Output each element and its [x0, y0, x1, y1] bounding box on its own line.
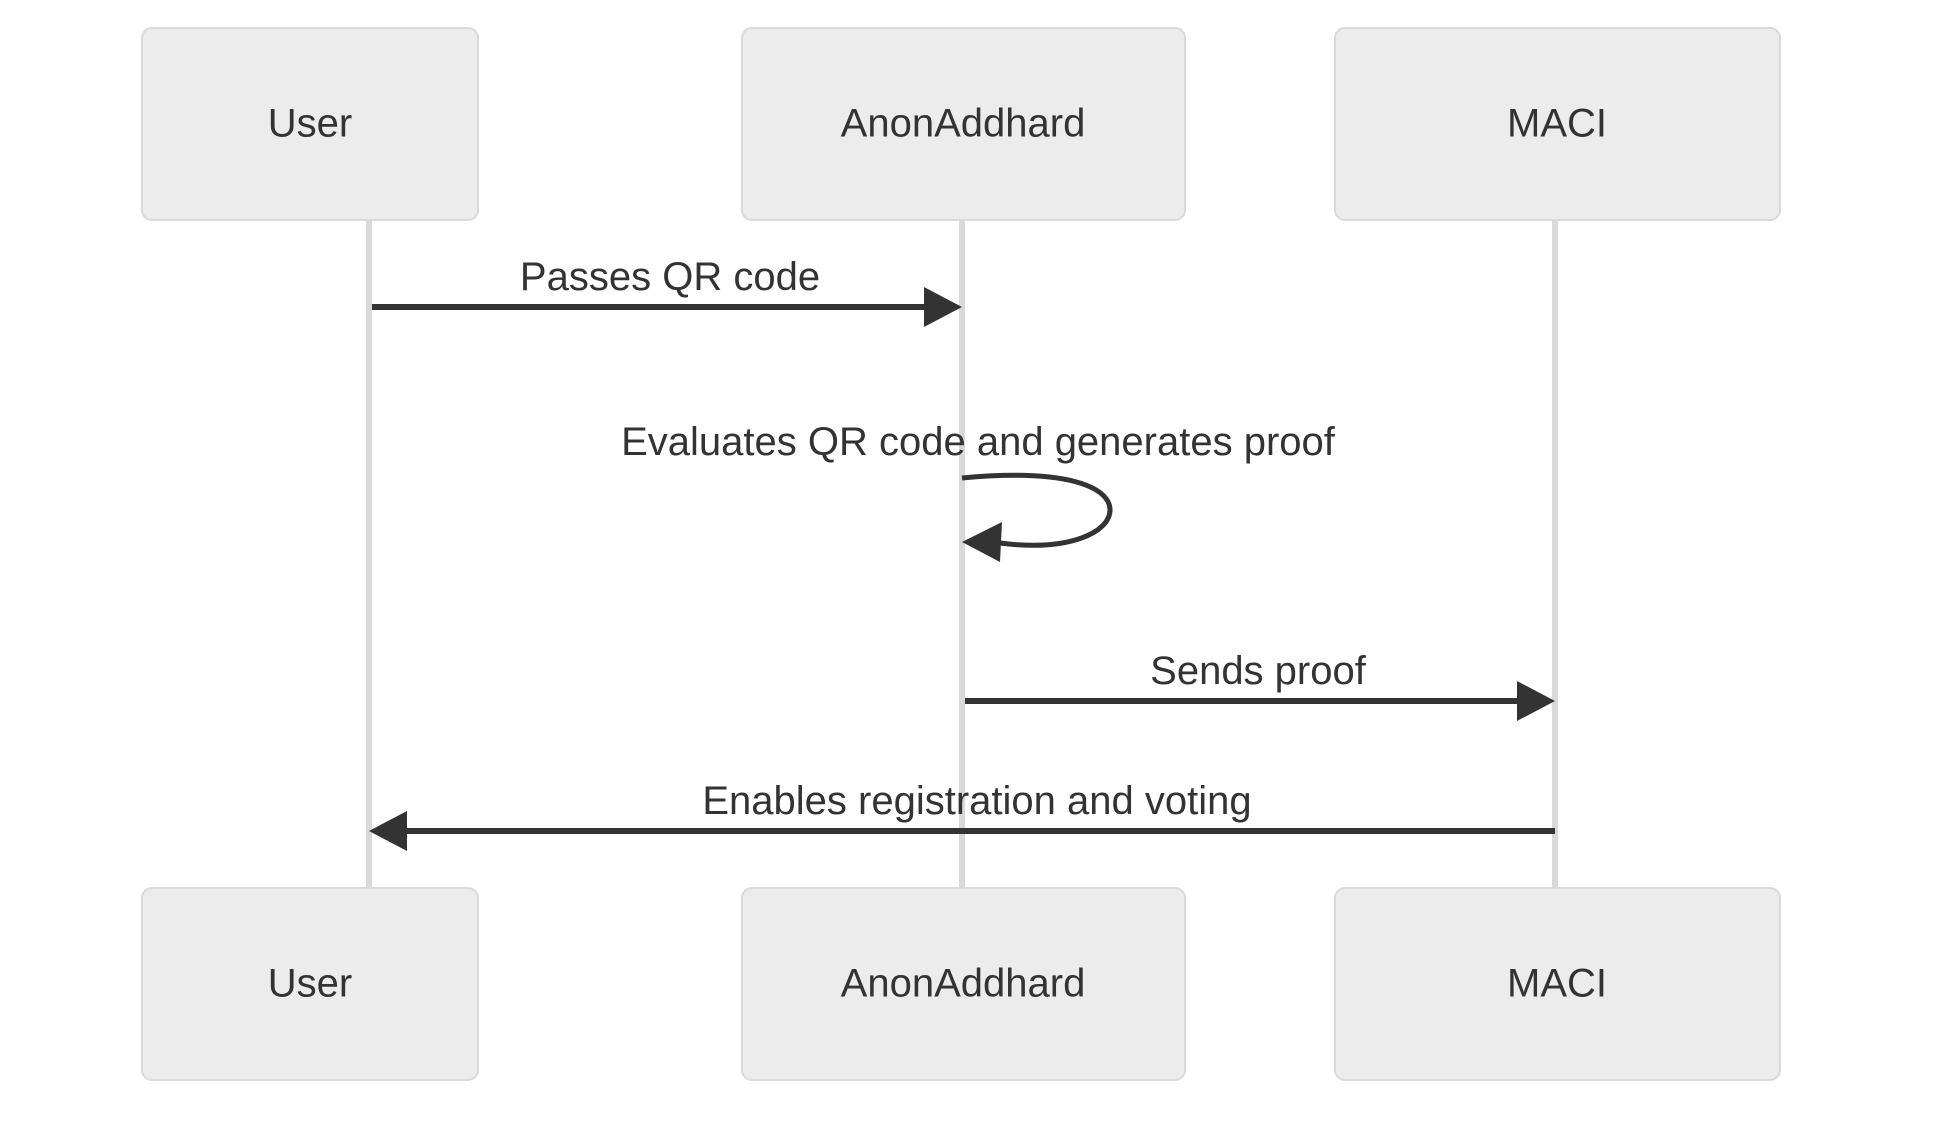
- actor-box-rect: [141, 27, 479, 221]
- actor-boxes-bottom: User AnonAddhard MACI: [141, 887, 1781, 1081]
- actor-label-maci-bottom: MACI: [1507, 962, 1607, 1006]
- actor-box-rect: [141, 887, 479, 1081]
- message-label-enables-registration-and-voting: Enables registration and voting: [702, 779, 1251, 823]
- message-self-loop-path: [961, 472, 1113, 548]
- message-sends-proof[interactable]: Sends proof: [965, 649, 1555, 721]
- actor-label-anonaddhard-top: AnonAddhard: [841, 102, 1086, 146]
- actor-label-user-bottom: User: [268, 962, 352, 1006]
- arrowhead-left-icon: [962, 522, 1002, 562]
- actor-box-maci-bottom[interactable]: MACI: [1334, 887, 1781, 1081]
- actor-boxes-top: User AnonAddhard MACI: [141, 27, 1781, 221]
- actor-box-rect: [741, 887, 1186, 1081]
- actor-box-anonaddhard-top[interactable]: AnonAddhard: [741, 27, 1186, 221]
- actor-box-maci-top[interactable]: MACI: [1334, 27, 1781, 221]
- message-label-evaluates-qr-code: Evaluates QR code and generates proof: [621, 420, 1336, 464]
- message-label-sends-proof: Sends proof: [1150, 649, 1367, 693]
- actor-label-user-top: User: [268, 102, 352, 146]
- message-enables-registration-and-voting[interactable]: Enables registration and voting: [369, 779, 1555, 851]
- actor-label-maci-top: MACI: [1507, 102, 1607, 146]
- arrowhead-right-icon: [924, 287, 962, 327]
- actor-box-anonaddhard-bottom[interactable]: AnonAddhard: [741, 887, 1186, 1081]
- arrowhead-left-icon: [369, 811, 407, 851]
- message-label-passes-qr-code: Passes QR code: [520, 255, 820, 299]
- lifelines-layer: [366, 220, 1558, 888]
- message-evaluates-qr-code-self-loop[interactable]: Evaluates QR code and generates proof: [621, 420, 1336, 562]
- actor-box-rect: [741, 27, 1186, 221]
- actor-box-rect: [1334, 27, 1781, 221]
- actor-label-anonaddhard-bottom: AnonAddhard: [841, 962, 1086, 1006]
- message-passes-qr-code[interactable]: Passes QR code: [372, 255, 962, 327]
- actor-box-user-top[interactable]: User: [141, 27, 479, 221]
- actor-box-user-bottom[interactable]: User: [141, 887, 479, 1081]
- actor-box-rect: [1334, 887, 1781, 1081]
- arrowhead-right-icon: [1517, 681, 1555, 721]
